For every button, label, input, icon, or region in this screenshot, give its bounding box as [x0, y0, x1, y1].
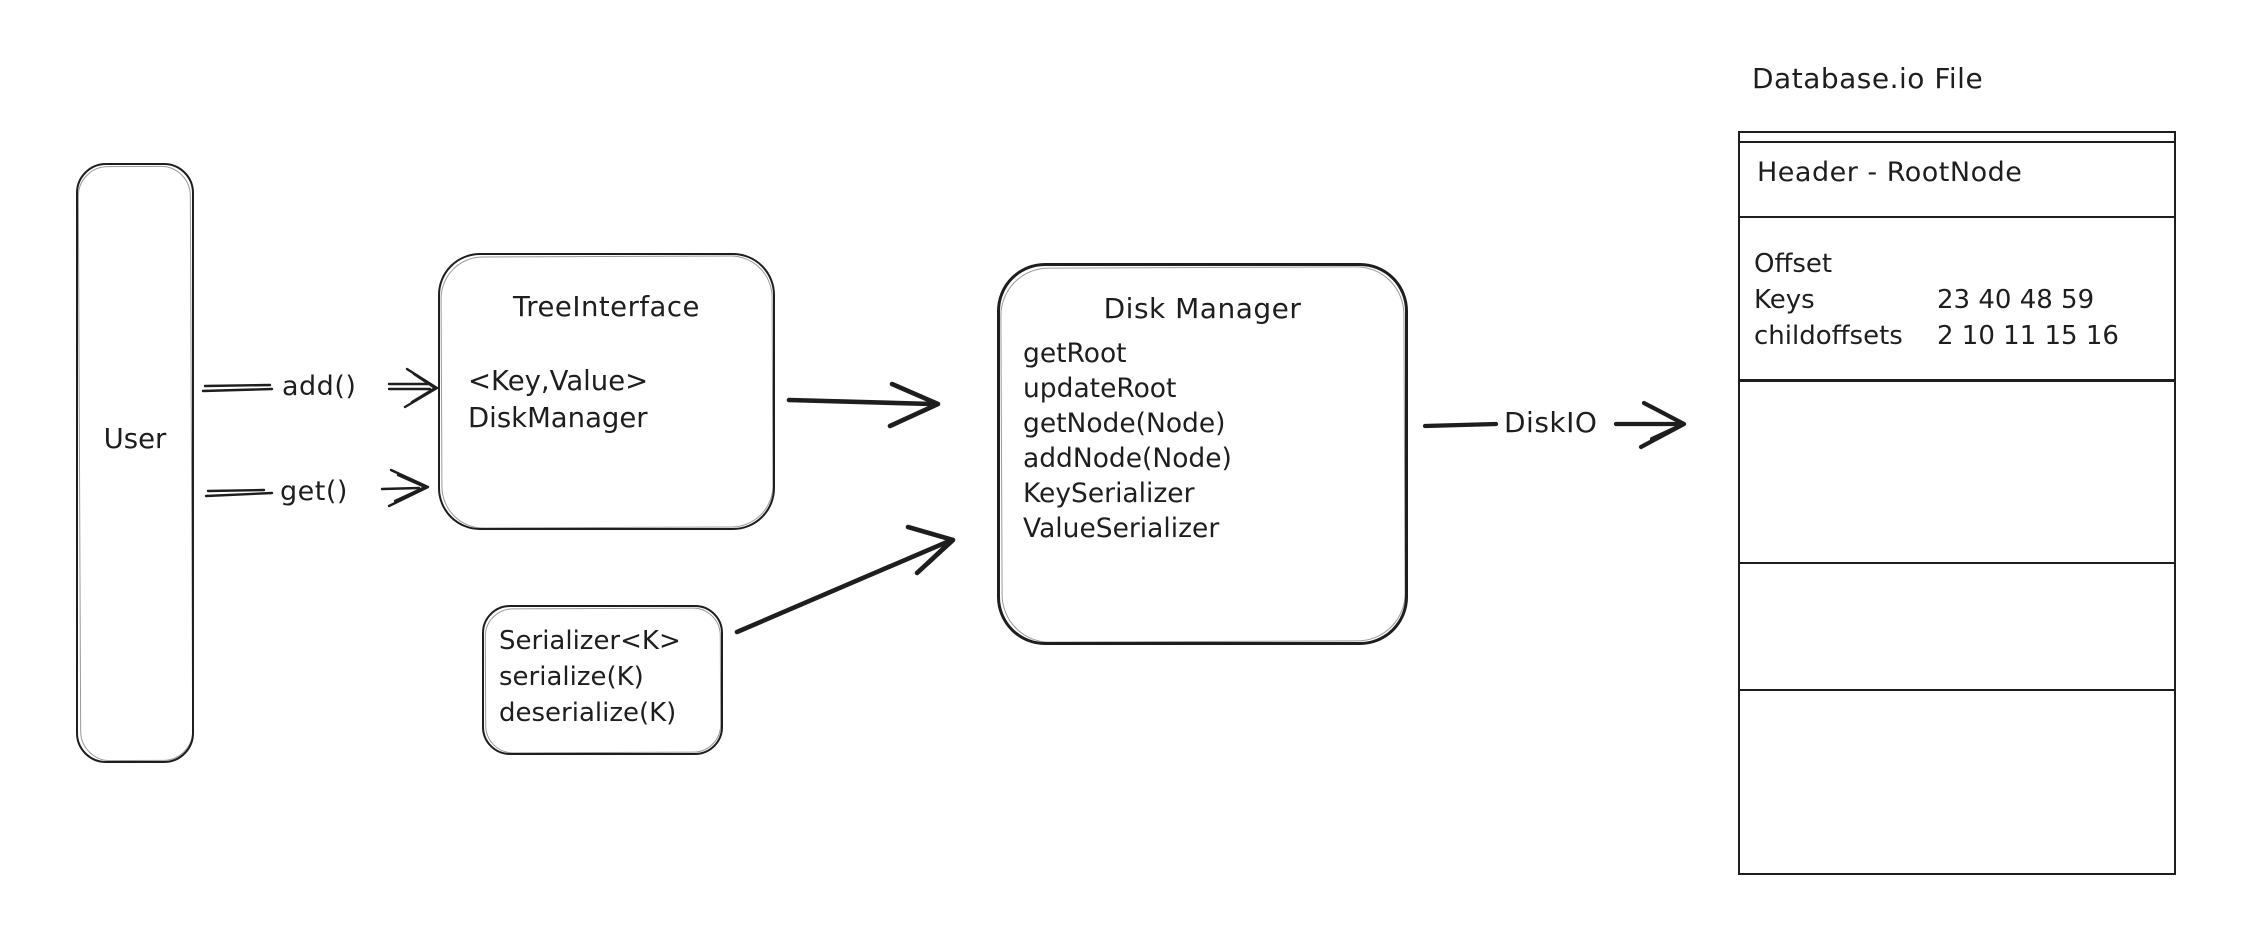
rootnode-row-label: childoffsets [1754, 320, 1903, 351]
file-header-label: Header - RootNode [1757, 156, 2023, 188]
serializer-box: Serializer<K> serialize(K) deserialize(K… [482, 605, 723, 755]
arrow-tree-to-disk [786, 381, 941, 429]
database-file-title: Database.io File [1752, 62, 1984, 95]
disk-manager-member: getRoot [1023, 338, 1127, 369]
diskio-arrow-label: DiskIO [1504, 406, 1598, 439]
rootnode-row-values: 23 40 48 59 [1937, 284, 2095, 315]
rootnode-row-label: Keys [1754, 284, 1815, 315]
add-arrow-label: add() [282, 371, 357, 402]
arrow-serializer-to-disk [734, 524, 956, 635]
disk-manager-member: updateRoot [1023, 373, 1177, 404]
disk-manager-box: Disk Manager getRoot updateRoot getNode(… [997, 263, 1408, 645]
file-header-block: Header - RootNode [1738, 140, 2176, 218]
serializer-members: Serializer<K> serialize(K) deserialize(K… [499, 623, 681, 731]
tree-interface-members: <Key,Value> DiskManager [468, 363, 648, 437]
disk-manager-member: ValueSerializer [1023, 513, 1220, 544]
serializer-member: deserialize(K) [499, 698, 677, 728]
disk-manager-member: getNode(Node) [1023, 408, 1226, 439]
tree-interface-title: TreeInterface [513, 291, 700, 323]
user-label: User [103, 423, 167, 455]
rootnode-table: Offset Keys 23 40 48 59 childoffsets 2 1… [1754, 246, 2119, 354]
file-empty-block [1738, 689, 2176, 876]
tree-interface-box: TreeInterface <Key,Value> DiskManager [438, 253, 775, 530]
tree-interface-member: DiskManager [468, 402, 648, 434]
rootnode-row-offset: Offset [1754, 246, 2119, 282]
disk-manager-member: KeySerializer [1023, 478, 1195, 509]
disk-manager-member: addNode(Node) [1023, 443, 1232, 474]
rootnode-row-label: Offset [1754, 248, 1833, 279]
user-box: User [76, 163, 194, 763]
rootnode-row-values: 2 10 11 15 16 [1937, 320, 2119, 351]
database-file-stack: Header - RootNode Offset Keys 23 40 48 5… [1738, 131, 2176, 876]
serializer-member: serialize(K) [499, 662, 644, 692]
rootnode-row-keys: Keys 23 40 48 59 [1754, 282, 2119, 318]
serializer-member: Serializer<K> [499, 626, 681, 656]
disk-manager-title: Disk Manager [1103, 292, 1302, 325]
file-rootnode-block: Offset Keys 23 40 48 59 childoffsets 2 1… [1738, 215, 2176, 382]
file-empty-block [1738, 379, 2176, 565]
get-arrow-label: get() [280, 476, 348, 507]
rootnode-row-childoffsets: childoffsets 2 10 11 15 16 [1754, 318, 2119, 354]
file-empty-block [1738, 562, 2176, 692]
tree-interface-member: <Key,Value> [468, 365, 649, 397]
disk-manager-members: getRoot updateRoot getNode(Node) addNode… [1023, 336, 1232, 546]
